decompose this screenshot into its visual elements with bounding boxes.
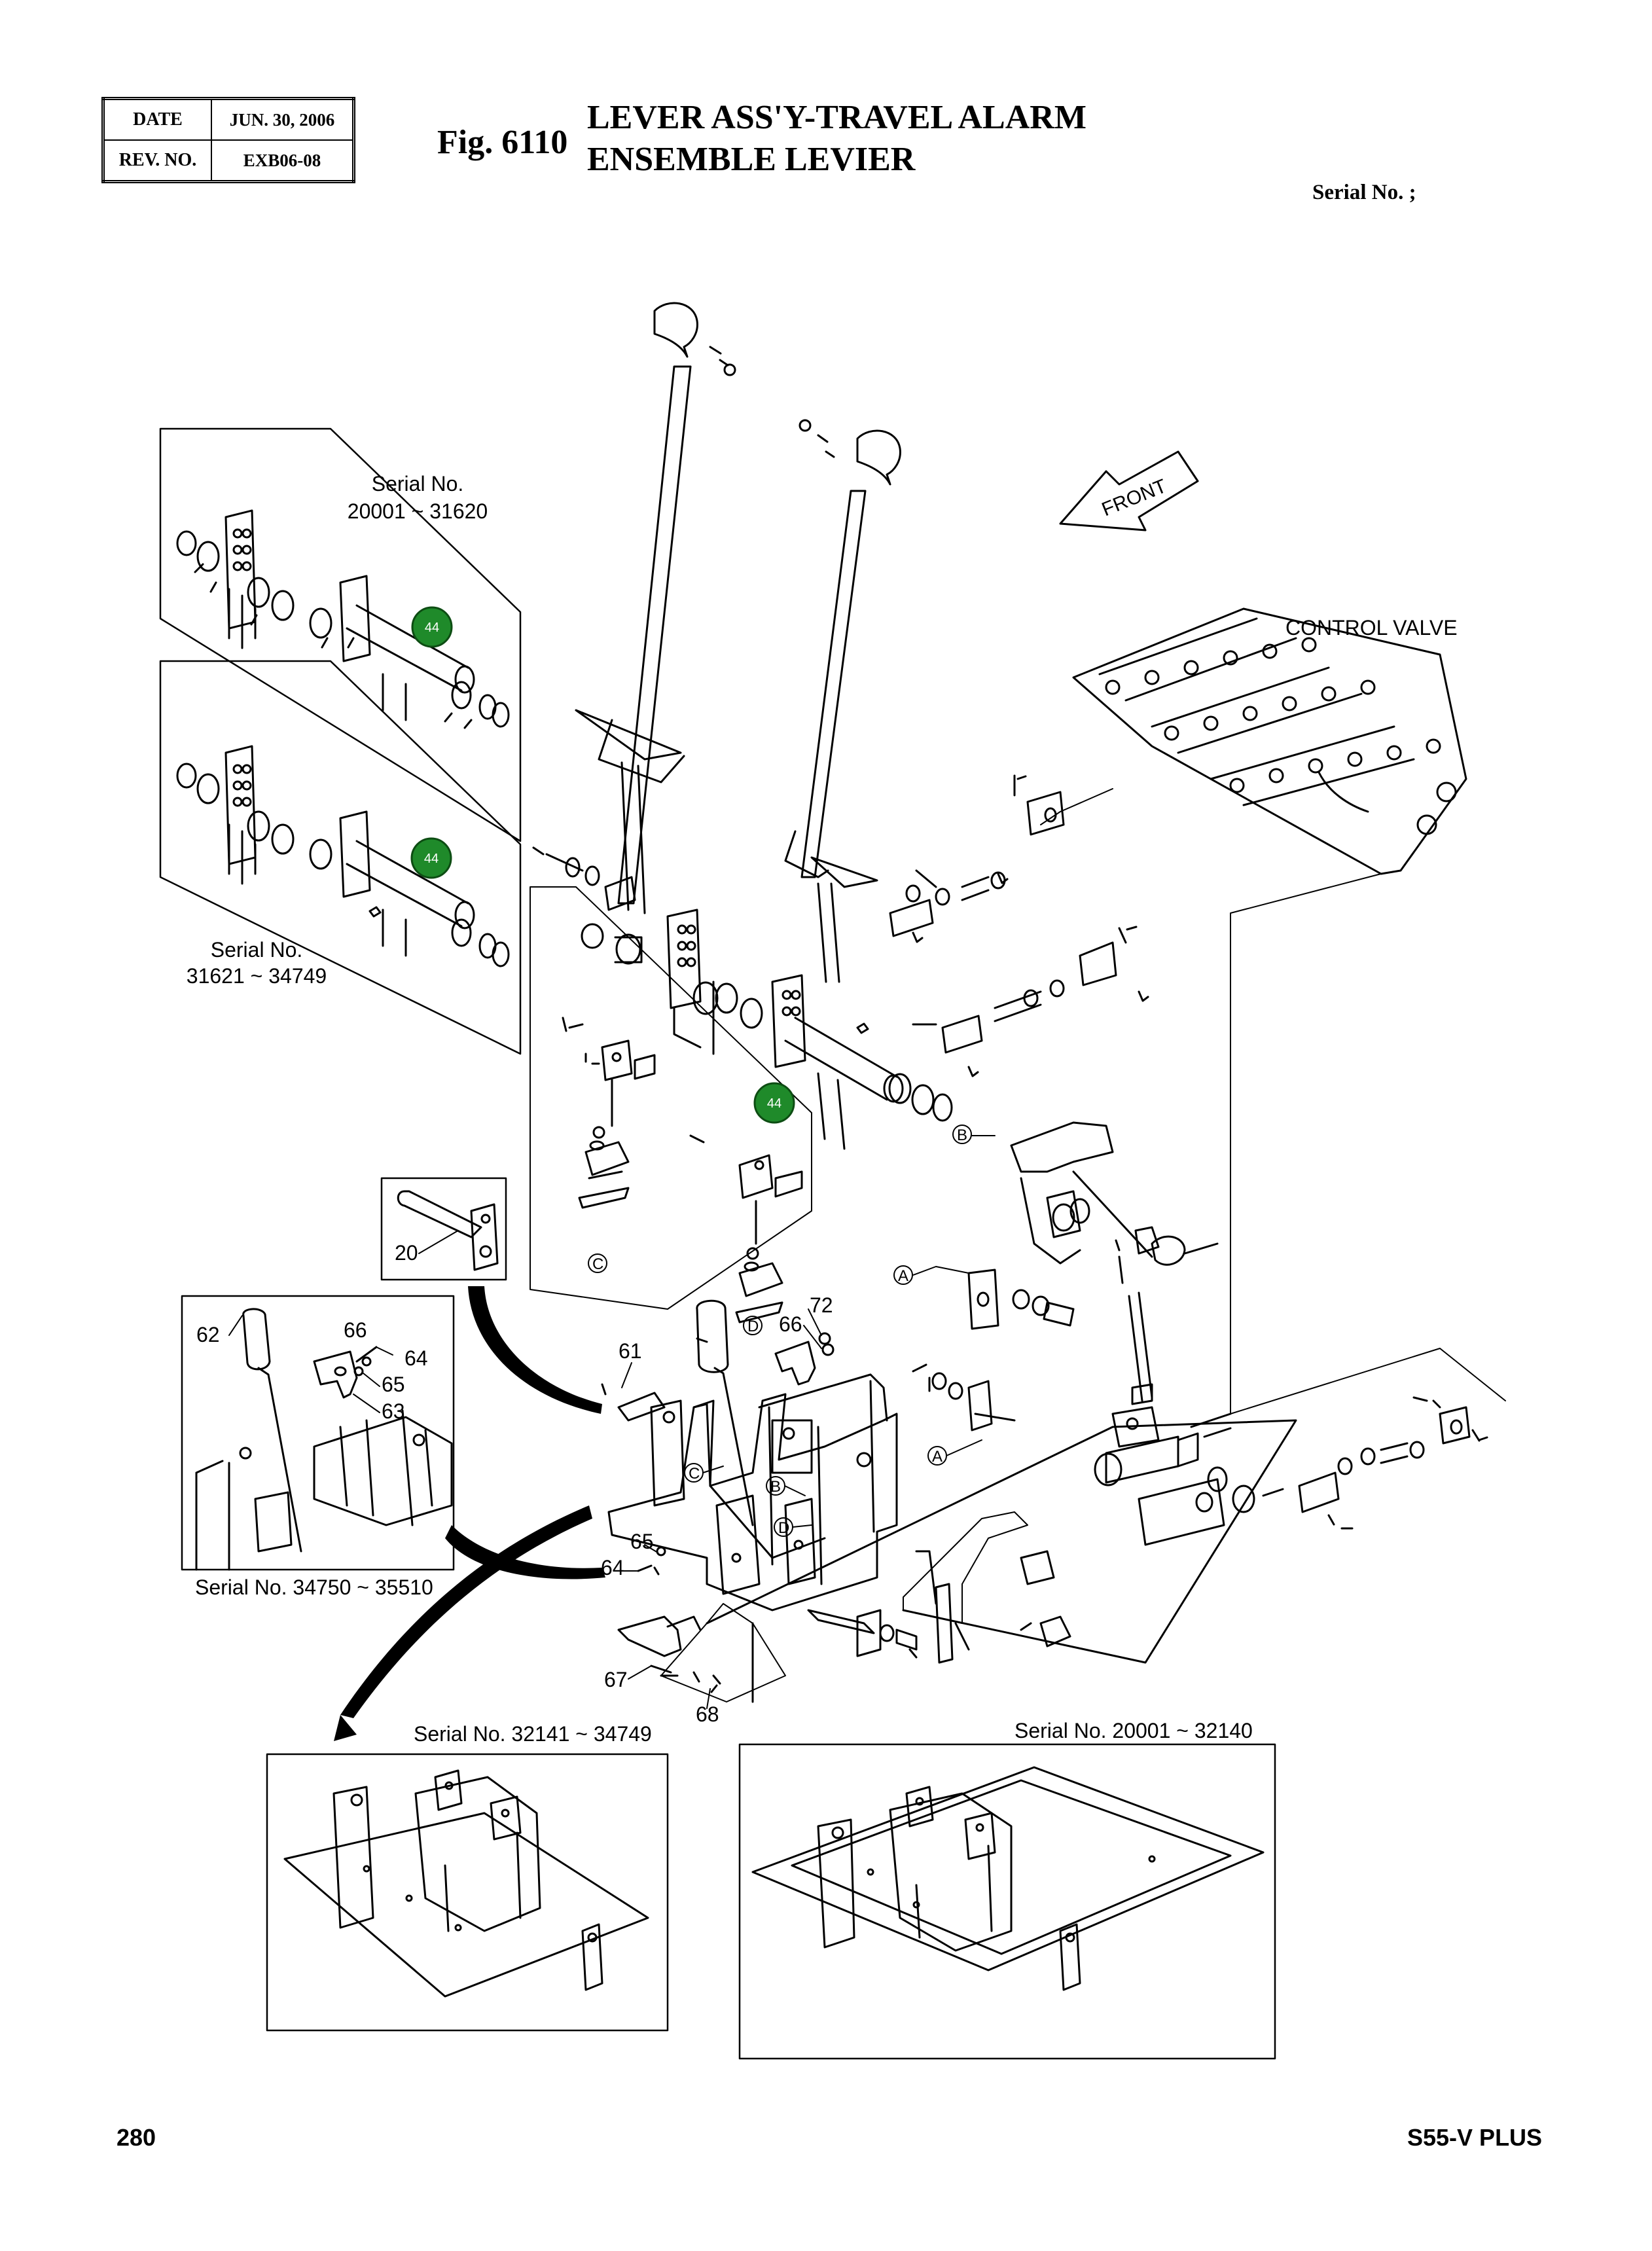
serial-inset-5: Serial No. 20001 ~ 32140 — [1015, 1719, 1253, 1742]
serial-inset-4: Serial No. 32141 ~ 34749 — [414, 1722, 652, 1746]
travel-lever-left — [575, 302, 736, 914]
ref-letter-b-lower: B — [770, 1478, 781, 1496]
part-62-label: 62 — [196, 1323, 220, 1346]
switch-bracket-d — [689, 1134, 803, 1335]
lower-plate-assembly — [660, 1419, 1297, 1703]
page-number: 280 — [117, 2124, 156, 2151]
floor-plate-main — [935, 1583, 1071, 1664]
main-console-stand — [607, 1373, 898, 1612]
travel-lever-right — [784, 419, 901, 983]
title-english: LEVER ASS'Y-TRAVEL ALARM — [587, 99, 1086, 136]
valve-leader-lines — [1040, 788, 1506, 1414]
center-shaft-assembly — [532, 846, 953, 1150]
front-arrow — [1059, 450, 1199, 531]
serial-inset-1-line2: 20001 ~ 31620 — [348, 499, 488, 523]
inset-panel-serial-34750-35510 — [181, 1295, 455, 1571]
serial-inset-2-line1: Serial No. — [211, 938, 303, 962]
part-number-leaders — [228, 1135, 996, 1709]
serial-inset-1-line1: Serial No. — [372, 472, 464, 495]
part-20-label: 20 — [395, 1241, 418, 1265]
part-63-label: 63 — [382, 1399, 405, 1423]
inset-panel-serial-20001-31620 — [159, 427, 522, 842]
ref-letter-c-lower: C — [689, 1465, 700, 1483]
highlight-44-lower-label: 44 — [767, 1096, 781, 1111]
part-64-label-lower: 64 — [601, 1556, 624, 1579]
date-value: JUN. 30, 2006 — [211, 98, 355, 141]
lower-pins-bolts — [617, 1546, 721, 1693]
inset-base-serial-32141-34749 — [266, 1753, 669, 2032]
switch-bracket-c — [530, 886, 812, 1310]
revision-table: DATE JUN. 30, 2006 REV. NO. EXB06-08 — [101, 97, 355, 183]
rev-value: EXB06-08 — [211, 139, 355, 183]
inset-part-20 — [380, 1177, 507, 1281]
part-65-label: 65 — [382, 1373, 405, 1396]
part-72-label: 72 — [810, 1293, 833, 1317]
control-valve — [1072, 607, 1467, 875]
inset-panel-serial-31621-34749 — [159, 660, 522, 1055]
part-61-label: 61 — [619, 1339, 642, 1363]
serial-inset-2-line2: 31621 ~ 34749 — [187, 964, 327, 988]
pedal-linkage — [1010, 1121, 1219, 1266]
reference-markers — [684, 1125, 972, 1537]
title-french: ENSEMBLE LEVIER — [587, 141, 916, 178]
travel-alarm-lever-main — [601, 1299, 835, 1526]
detail-arrows — [334, 1286, 605, 1741]
serial-heading: Serial No. ; — [1312, 181, 1416, 204]
control-valve-label: CONTROL VALVE — [1285, 616, 1458, 639]
part-65-label-lower: 65 — [630, 1530, 654, 1553]
part-64-label: 64 — [404, 1346, 428, 1370]
part-66-label: 66 — [344, 1318, 367, 1342]
rev-label: REV. NO. — [102, 139, 212, 183]
ref-letter-c-upper: C — [592, 1255, 603, 1273]
ref-letter-a-lower: A — [932, 1448, 943, 1466]
inset-base-serial-20001-32140 — [738, 1743, 1276, 2060]
ref-letter-a-upper: A — [898, 1267, 908, 1285]
ref-letter-d-lower: D — [778, 1519, 789, 1537]
part-44-highlights — [410, 606, 795, 1124]
bracket-a — [912, 1269, 1075, 1432]
front-label: FRONT — [1099, 475, 1170, 520]
model-name: S55-V PLUS — [1407, 2124, 1543, 2151]
highlight-44-middle — [410, 837, 452, 879]
highlight-44-lower — [753, 1082, 795, 1124]
linkage-clevises — [889, 774, 1149, 1077]
vertical-rod-linkage — [1094, 1226, 1255, 1546]
ref-letter-b-upper: B — [957, 1126, 967, 1144]
part-67-label: 67 — [604, 1668, 628, 1691]
figure-number: Fig. 6110 — [437, 124, 568, 161]
part-66-label-main: 66 — [779, 1312, 802, 1336]
highlight-44-middle-label: 44 — [424, 852, 439, 866]
ref-letter-d-upper: D — [747, 1318, 759, 1335]
right-clevis-linkage — [1262, 1396, 1488, 1530]
highlight-44-upper — [411, 606, 453, 648]
date-label: DATE — [102, 98, 212, 141]
highlight-44-upper-label: 44 — [425, 621, 439, 635]
serial-inset-3: Serial No. 34750 ~ 35510 — [195, 1576, 433, 1599]
